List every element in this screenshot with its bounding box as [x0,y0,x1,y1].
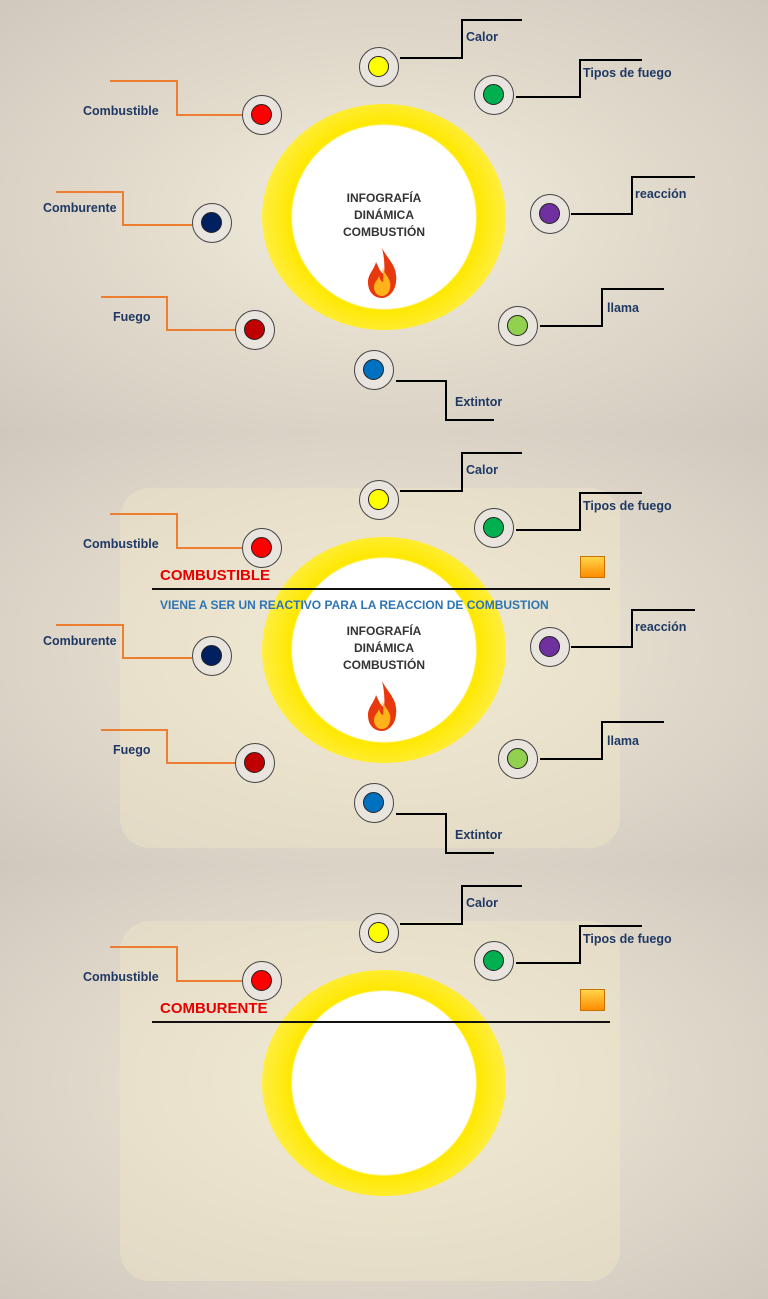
fuego-node[interactable] [235,310,275,350]
reaccion-node[interactable] [530,194,570,234]
llama-node[interactable] [498,739,538,779]
comburente-dot [201,645,222,666]
center-title: INFOGRAFÍA DINÁMICA COMBUSTIÓN [304,190,464,241]
reaccion-dot [539,636,560,657]
label-comburente: Comburente [43,634,117,648]
center-ring [262,970,506,1196]
calor-dot [368,56,389,77]
extintor-dot [363,792,384,813]
fire-thumbnail-icon[interactable] [580,556,605,578]
combustible-dot [251,537,272,558]
tipos-dot [483,950,504,971]
label-tipos: Tipos de fuego [583,66,672,80]
label-combustible: Combustible [83,537,159,551]
fuego-dot [244,319,265,340]
center-title: INFOGRAFÍA DINÁMICA COMBUSTIÓN [304,623,464,674]
fuego-dot [244,752,265,773]
combustible-dot [251,970,272,991]
extintor-node[interactable] [354,350,394,390]
label-llama: llama [607,301,639,315]
calor-dot [368,489,389,510]
label-comburente: Comburente [43,201,117,215]
label-calor: Calor [466,463,498,477]
definition-text: VIENE A SER UN REACTIVO PARA LA REACCION… [160,598,549,612]
label-tipos: Tipos de fuego [583,932,672,946]
label-calor: Calor [466,30,498,44]
label-fuego: Fuego [113,310,151,324]
label-reaccion: reacción [635,620,687,634]
label-calor: Calor [466,896,498,910]
fuego-node[interactable] [235,743,275,783]
reaccion-dot [539,203,560,224]
comburente-node[interactable] [192,636,232,676]
calor-dot [368,922,389,943]
comburente-node[interactable] [192,203,232,243]
llama-node[interactable] [498,306,538,346]
label-extintor: Extintor [455,828,503,842]
slide-1: INFOGRAFÍA DINÁMICA COMBUSTIÓN Calor Tip… [0,0,768,433]
center-line-1: INFOGRAFÍA [346,191,422,205]
slide-3: Calor Tipos de fuego Combustible COMBURE… [0,866,768,1299]
extintor-node[interactable] [354,783,394,823]
definition-title: COMBURENTE [160,1000,268,1017]
calor-node[interactable] [359,913,399,953]
connector-lines [56,452,695,854]
combustible-node[interactable] [242,528,282,568]
tipos-node[interactable] [474,75,514,115]
center-line-3: COMBUSTIÓN [343,658,425,672]
connector-lines [110,885,642,982]
label-tipos: Tipos de fuego [583,499,672,513]
tipos-dot [483,84,504,105]
combustible-dot [251,104,272,125]
definition-title: COMBUSTIBLE [160,567,270,584]
label-llama: llama [607,734,639,748]
center-line-1: INFOGRAFÍA [346,624,422,638]
tipos-dot [483,517,504,538]
calor-node[interactable] [359,47,399,87]
label-extintor: Extintor [455,395,503,409]
label-combustible: Combustible [83,970,159,984]
tipos-node[interactable] [474,941,514,981]
extintor-dot [363,359,384,380]
llama-dot [507,748,528,769]
reaccion-node[interactable] [530,627,570,667]
center-line-2: DINÁMICA [354,208,414,222]
label-combustible: Combustible [83,104,159,118]
label-fuego: Fuego [113,743,151,757]
title-underline [152,1021,610,1023]
flame-icon [368,681,397,731]
combustible-node[interactable] [242,95,282,135]
slide-2: INFOGRAFÍA DINÁMICA COMBUSTIÓN Calor Tip… [0,433,768,866]
flame-icon [368,248,397,298]
tipos-node[interactable] [474,508,514,548]
connector-lines [56,19,695,421]
fire-thumbnail-icon[interactable] [580,989,605,1011]
calor-node[interactable] [359,480,399,520]
combustible-node[interactable] [242,961,282,1001]
title-underline [152,588,610,590]
center-line-3: COMBUSTIÓN [343,225,425,239]
llama-dot [507,315,528,336]
center-line-2: DINÁMICA [354,641,414,655]
label-reaccion: reacción [635,187,687,201]
comburente-dot [201,212,222,233]
